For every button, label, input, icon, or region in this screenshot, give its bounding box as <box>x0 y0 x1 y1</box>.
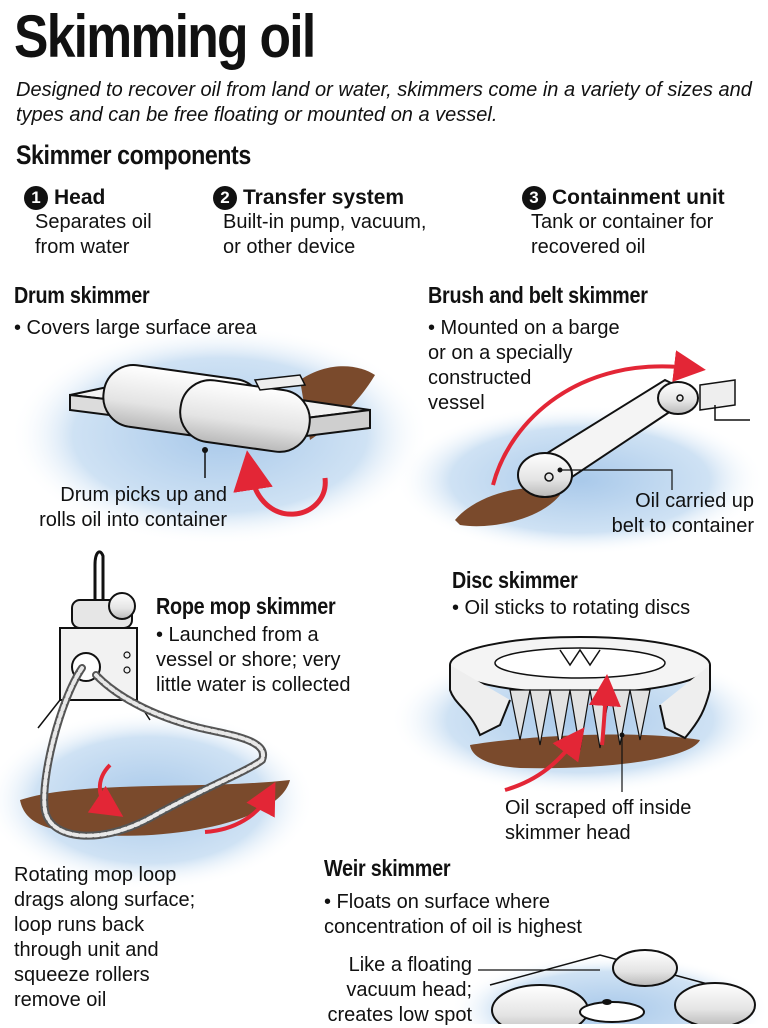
callout-line: drags along surface; <box>14 889 196 911</box>
callout-line: squeeze rollers <box>14 964 150 986</box>
brush-belt-desc: • Mounted on a barge or on a specially c… <box>428 316 620 416</box>
disc-skimmer-title: Disc skimmer <box>452 567 578 593</box>
callout-line: belt to container <box>611 515 754 537</box>
weir-skimmer-illustration <box>450 949 768 1024</box>
component-desc: or other device <box>223 236 356 258</box>
component-desc: Built-in pump, vacuum, <box>223 211 427 233</box>
rope-mop-title: Rope mop skimmer <box>156 593 336 619</box>
callout-line: skimmer head <box>505 822 631 844</box>
component-desc: from water <box>35 236 130 258</box>
callout-line: vacuum head; <box>346 979 472 1001</box>
components-heading: Skimmer components <box>16 140 251 170</box>
rope-mop-skimmer-illustration <box>0 550 315 890</box>
brush-belt-callout: Oil carried up belt to container <box>560 489 754 539</box>
disc-callout: Oil scraped off inside skimmer head <box>505 796 691 846</box>
number-badge: 2 <box>213 186 237 210</box>
drum-skimmer-desc: • Covers large surface area <box>14 317 257 339</box>
drum-skimmer-title: Drum skimmer <box>14 282 150 308</box>
page-subtitle: Designed to recover oil from land or wat… <box>16 79 752 126</box>
desc-line: • Mounted on a barge <box>428 317 620 339</box>
desc-line: little water is collected <box>156 674 351 696</box>
desc-line: concentration of oil is highest <box>324 916 582 938</box>
brush-belt-title: Brush and belt skimmer <box>428 282 648 308</box>
weir-skimmer-desc: • Floats on surface where concentration … <box>324 890 582 940</box>
desc-line: vessel or shore; very <box>156 649 341 671</box>
callout-line: creates low spot <box>327 1004 472 1026</box>
drum-skimmer-illustration <box>10 325 430 545</box>
callout-line: Drum picks up and <box>60 484 227 506</box>
disc-skimmer-illustration <box>390 636 768 795</box>
component-desc: recovered oil <box>531 236 646 258</box>
callout-line: rolls oil into container <box>39 509 227 531</box>
disc-skimmer-desc: • Oil sticks to rotating discs <box>452 597 691 619</box>
component-transfer: 2 Transfer system Built-in pump, vacuum, o… <box>213 186 426 260</box>
callout-line: Oil carried up <box>635 490 754 512</box>
desc-line: or on a specially <box>428 342 573 364</box>
component-containment: 3 Containment unit Tank or container for r… <box>522 186 725 260</box>
brush-belt-skimmer-illustration <box>395 350 765 555</box>
page-title: Skimming oil <box>14 3 316 70</box>
desc-line: • Floats on surface where <box>324 891 550 913</box>
component-desc: Separates oil <box>35 211 152 233</box>
callout-line: loop runs back <box>14 914 145 936</box>
component-head: 1 Head Separates oil from water <box>24 186 152 260</box>
desc-line: vessel <box>428 392 485 414</box>
component-title: Containment unit <box>552 186 725 209</box>
component-desc: Tank or container for <box>531 211 714 233</box>
desc-line: • Launched from a <box>156 624 319 646</box>
callout-line: remove oil <box>14 989 107 1011</box>
desc-line: constructed <box>428 367 532 389</box>
weir-callout: Like a floating vacuum head; creates low… <box>300 953 472 1028</box>
callout-line: through unit and <box>14 939 159 961</box>
number-badge: 3 <box>522 186 546 210</box>
weir-skimmer-title: Weir skimmer <box>324 855 451 881</box>
component-title: Head <box>54 186 106 209</box>
rope-mop-callout: Rotating mop loop drags along surface; l… <box>14 863 195 1013</box>
drum-callout: Drum picks up and rolls oil into contain… <box>12 483 227 533</box>
callout-line: Rotating mop loop <box>14 864 177 886</box>
rope-mop-desc: • Launched from a vessel or shore; very … <box>156 623 351 698</box>
callout-line: Like a floating <box>348 954 472 976</box>
number-badge: 1 <box>24 186 48 210</box>
callout-line: Oil scraped off inside <box>505 797 692 819</box>
component-title: Transfer system <box>243 186 405 209</box>
